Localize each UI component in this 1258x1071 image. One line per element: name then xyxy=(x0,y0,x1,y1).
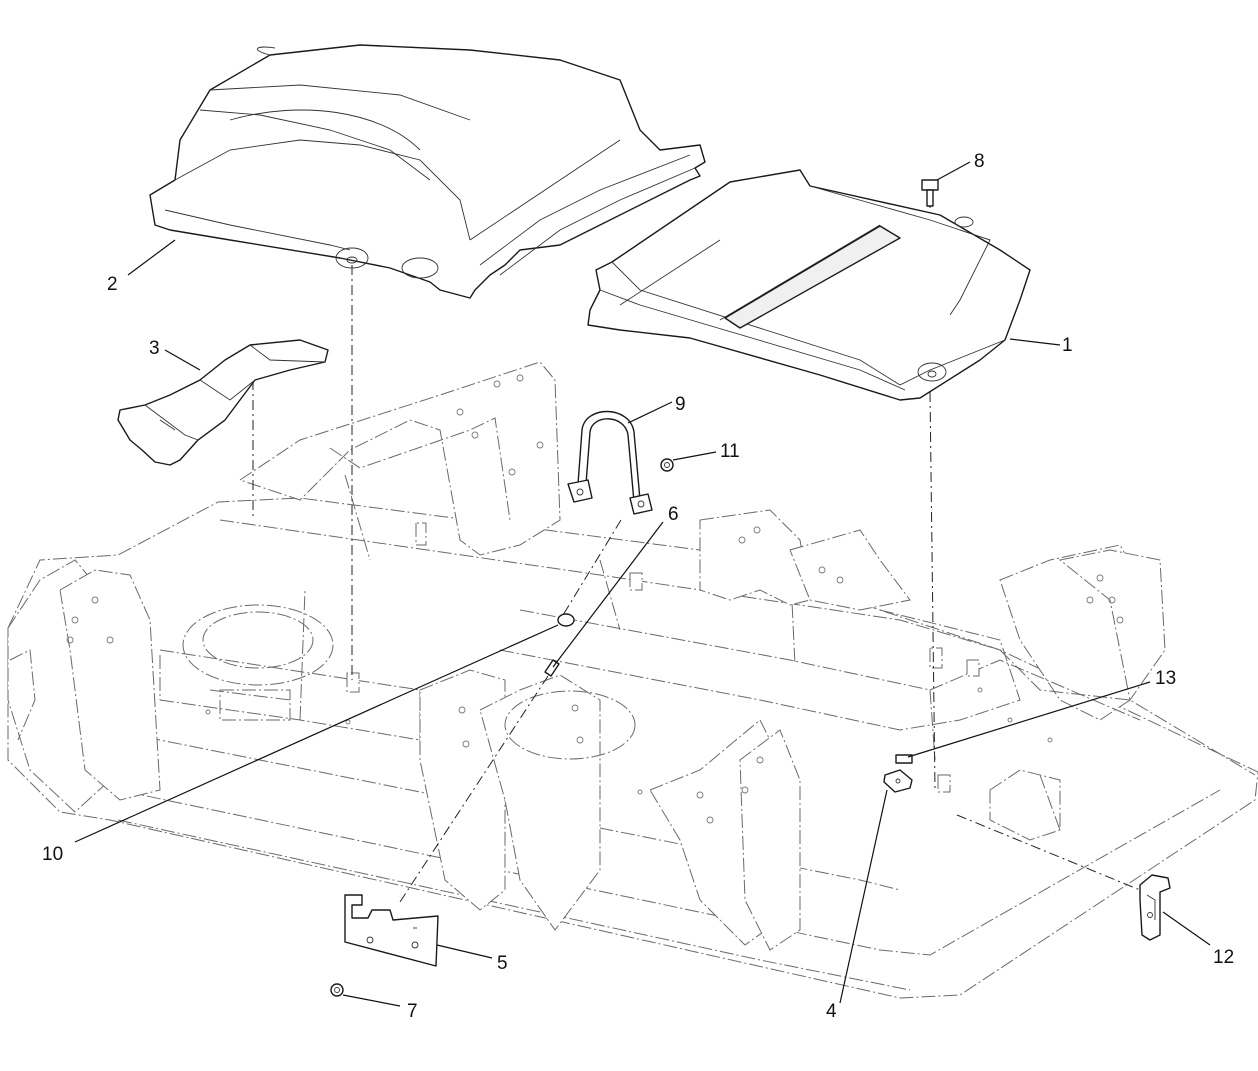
part-7-screw xyxy=(330,983,344,997)
part-10-plug xyxy=(557,613,575,627)
callout-12: 12 xyxy=(1213,947,1234,968)
callout-4: 4 xyxy=(826,1001,837,1022)
part-5-plate xyxy=(344,894,439,967)
part-3-bracket xyxy=(117,339,329,466)
callout-10: 10 xyxy=(42,844,63,865)
part-2-seat-pan xyxy=(149,44,706,299)
part-11-nut xyxy=(660,458,674,472)
frame-holes xyxy=(66,374,1124,824)
callout-13: 13 xyxy=(1155,668,1176,689)
callout-7: 7 xyxy=(407,1001,418,1022)
part-1-seat-base-tray xyxy=(587,169,1031,401)
leader-lines xyxy=(74,161,1211,1007)
part-8-bolt xyxy=(921,179,939,207)
callout-11: 11 xyxy=(720,441,740,462)
part-12-latch xyxy=(1139,874,1171,941)
callout-1: 1 xyxy=(1062,335,1073,356)
callout-2: 2 xyxy=(107,274,118,295)
callout-5: 5 xyxy=(497,953,508,974)
part-4-clip xyxy=(883,769,913,793)
chassis-frame-phantom xyxy=(7,361,1258,999)
callout-6: 6 xyxy=(668,504,679,525)
callout-9: 9 xyxy=(675,394,686,415)
callout-labels: 1 2 3 4 5 6 7 8 9 10 11 12 13 xyxy=(42,151,1234,1022)
callout-8: 8 xyxy=(974,151,985,172)
callout-3: 3 xyxy=(149,338,160,359)
part-9-cable xyxy=(567,410,653,515)
